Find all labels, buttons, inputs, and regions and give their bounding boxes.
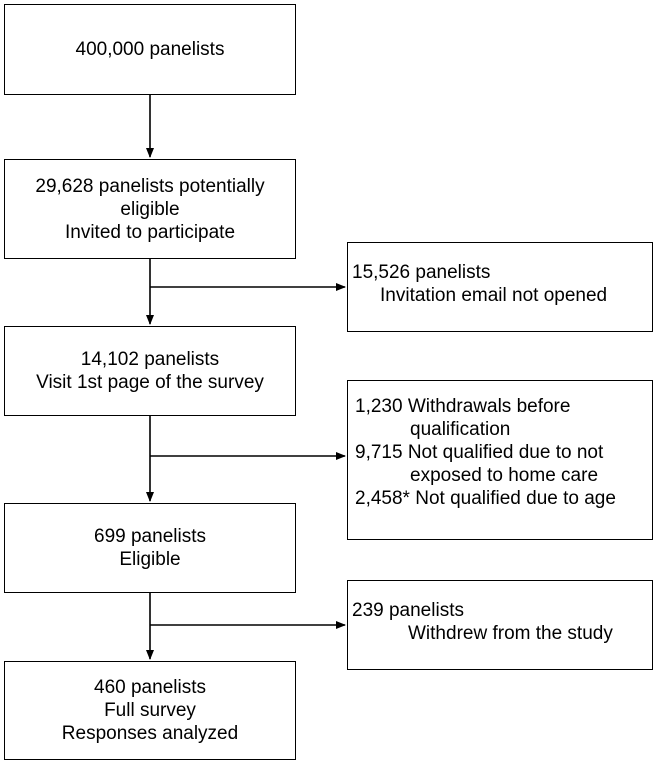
flow-side-box-not-opened: 15,526 panelists Invitation email not op… xyxy=(347,242,653,332)
flow-box-text: 699 panelists xyxy=(94,526,206,547)
flow-box-visited: 14,102 panelists Visit 1st page of the s… xyxy=(4,326,296,416)
flow-side-box-withdrew: 239 panelists Withdrew from the study xyxy=(347,580,653,670)
flow-box-text: 400,000 panelists xyxy=(75,39,225,60)
flow-box-text: 9,715 Not qualified due to not xyxy=(355,442,604,463)
flow-box-text: eligible xyxy=(120,198,180,220)
flow-box-analyzed: 460 panelists Full survey Responses anal… xyxy=(4,661,296,760)
flow-box-eligible: 699 panelists Eligible xyxy=(4,503,296,593)
flow-box-text: Full survey xyxy=(104,700,196,721)
flow-side-box-not-qualified: 1,230 Withdrawals before qualification 9… xyxy=(347,380,653,540)
flow-box-text: qualification xyxy=(410,419,511,440)
flow-box-text: 2,458* Not qualified due to age xyxy=(355,488,616,509)
flow-box-text: 15,526 panelists xyxy=(352,262,491,283)
flow-box-text: 460 panelists xyxy=(94,677,206,698)
flow-box-total-panelists: 400,000 panelists xyxy=(4,4,296,95)
flow-box-text: Visit 1st page of the survey xyxy=(36,372,264,393)
flow-box-text: 1,230 Withdrawals before xyxy=(355,396,571,417)
flow-box-text: 239 panelists xyxy=(352,600,464,621)
flow-box-text: 29,628 panelists potentially xyxy=(35,175,265,197)
flow-box-text: Invited to participate xyxy=(64,221,236,243)
flow-box-text: exposed to home care xyxy=(410,465,599,486)
flow-box-text: Eligible xyxy=(119,549,181,570)
flow-box-text: Responses analyzed xyxy=(61,723,239,744)
flow-box-text: 14,102 panelists xyxy=(80,349,220,370)
flow-box-text: Withdrew from the study xyxy=(408,623,613,644)
flow-box-text: Invitation email not opened xyxy=(380,285,608,306)
flow-box-invited: 29,628 panelists potentially eligible In… xyxy=(4,159,296,259)
